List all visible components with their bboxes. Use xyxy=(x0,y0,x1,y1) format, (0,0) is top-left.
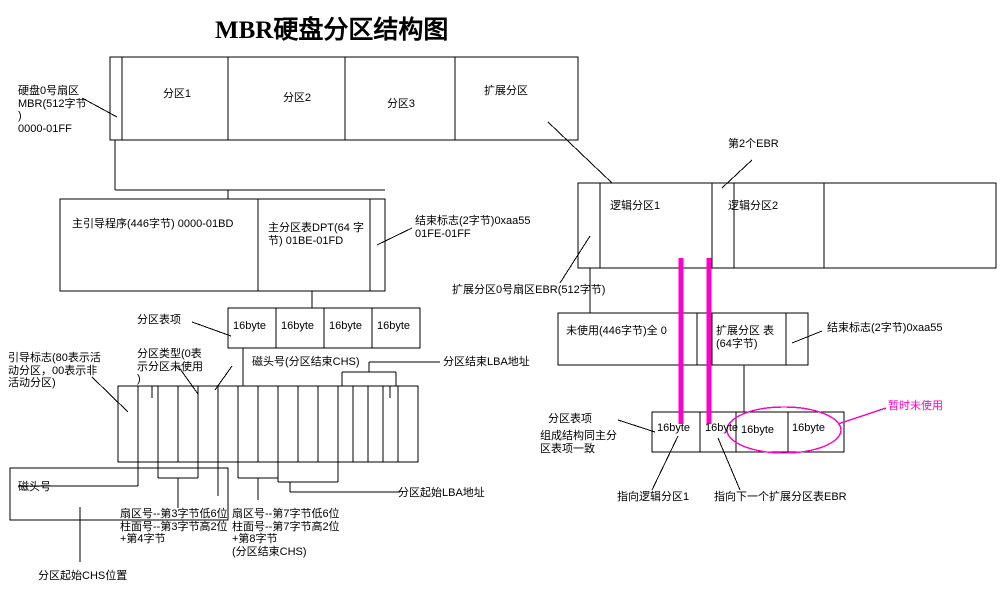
byte-cell-main-2: 16byte xyxy=(281,320,315,332)
ebr-end-flag-label: 结束标志(2字节)0xaa55 xyxy=(827,322,943,334)
ebr-entry-note: 组成结构同主分 区表项一致 xyxy=(540,430,617,455)
byte-cell-main-3: 16byte xyxy=(329,320,363,332)
byte-cell-main-4: 16byte xyxy=(377,320,411,332)
page-title: MBR硬盘分区结构图 xyxy=(215,17,449,44)
start-lba-label: 分区起始LBA地址 xyxy=(398,487,485,499)
byte-cell-ebr-1: 16byte xyxy=(657,422,691,434)
boot-loader-label: 主引导程序(446字节) 0000-01BD xyxy=(72,218,234,230)
mbr-end-flag-label: 结束标志(2字节)0xaa55 01FE-01FF xyxy=(415,215,531,240)
byte-cell-ebr-2: 16byte xyxy=(705,422,739,434)
disk-partition-2: 分区2 xyxy=(282,92,312,104)
ebr-sector-label: 扩展分区0号扇区EBR(512字节) xyxy=(452,284,606,296)
boot-flag-label: 引导标志(80表示活 动分区，00表示非 活动分区) xyxy=(8,352,101,389)
chs-start-detail-label: 扇区号--第3字节低6位 柱面号--第3字节高2位 +第4字节 xyxy=(120,508,228,545)
partition-type-label: 分区类型(0表 示分区未使用 ) xyxy=(137,348,203,385)
start-chs-label: 分区起始CHS位置 xyxy=(38,570,128,582)
partition-entry-label: 分区表项 xyxy=(137,314,181,326)
chs-end-detail-label: 扇区号--第7字节低6位 柱面号--第7字节高2位 +第8字节 (分区结束CHS… xyxy=(232,508,340,558)
logical-partition-1: 逻辑分区1 xyxy=(610,200,661,212)
dpt-label: 主分区表DPT(64 字节) 01BE-01FD xyxy=(268,222,364,247)
end-lba-label: 分区结束LBA地址 xyxy=(443,356,530,368)
unused-446-label: 未使用(446字节)全 0 xyxy=(566,325,667,337)
head-number-label: 磁头号 xyxy=(18,481,51,493)
disk-partition-3: 分区3 xyxy=(386,98,416,110)
byte-cell-main-1: 16byte xyxy=(233,320,267,332)
disk-extended-partition: 扩展分区 xyxy=(484,85,528,97)
second-ebr-label: 第2个EBR xyxy=(728,138,779,150)
logical-partition-2: 逻辑分区2 xyxy=(728,200,779,212)
mbr-sector-label: 硬盘0号扇区 MBR(512字节 ) 0000-01FF xyxy=(18,85,87,135)
temp-unused-label: 暂时未使用 xyxy=(888,400,943,412)
byte-cell-ebr-3: 16byte xyxy=(741,424,775,436)
point-logical1-label: 指向逻辑分区1 xyxy=(617,491,690,503)
byte-cell-ebr-4: 16byte xyxy=(792,422,826,434)
ext-table-label: 扩展分区 表(64字节) xyxy=(716,325,775,350)
disk-partition-1: 分区1 xyxy=(162,88,192,100)
ebr-entry-label: 分区表项 xyxy=(548,413,592,425)
head-number-end-label: 磁头号(分区结束CHS) xyxy=(252,356,360,368)
point-next-ebr-label: 指向下一个扩展分区表EBR xyxy=(714,491,847,503)
